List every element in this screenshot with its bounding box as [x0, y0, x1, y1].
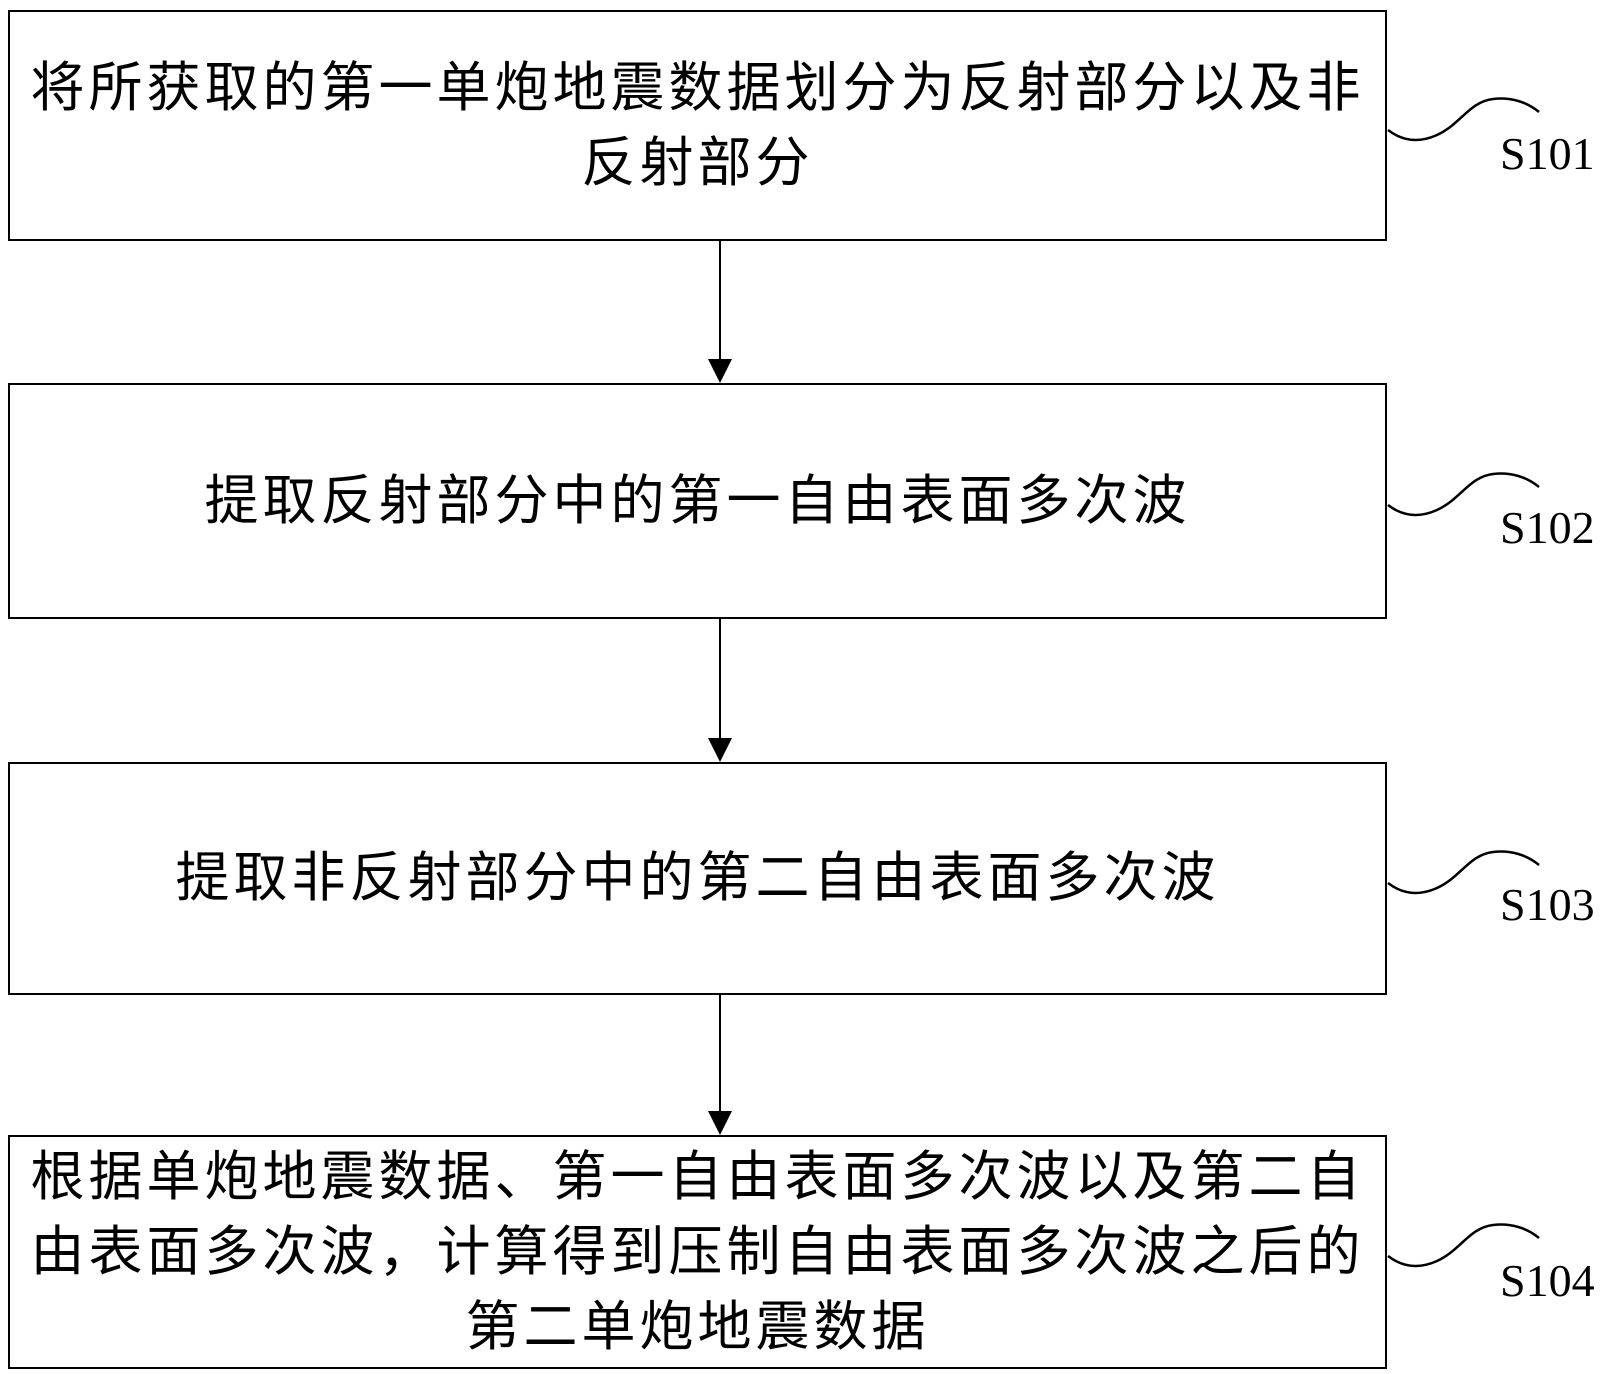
leader-squiggle-s102 — [1387, 472, 1540, 517]
step-text-s103: 提取非反射部分中的第二自由表面多次波 — [10, 841, 1385, 916]
step-text-line: 提取非反射部分中的第二自由表面多次波 — [175, 848, 1220, 908]
step-text-line: 根据单炮地震数据、第一自由表面多次波以及第二自 — [30, 1146, 1365, 1207]
step-label-s102: S102 — [1500, 502, 1595, 553]
step-text-s101: 将所获取的第一单炮地震数据划分为反射部分以及非 反射部分 — [10, 51, 1385, 201]
step-box-s104: 根据单炮地震数据、第一自由表面多次波以及第二自 由表面多次波，计算得到压制自由表… — [8, 1135, 1387, 1369]
arrow-shaft — [719, 241, 721, 361]
step-box-s103: 提取非反射部分中的第二自由表面多次波 — [8, 762, 1387, 995]
step-text-line: 第二单炮地震数据 — [465, 1296, 930, 1357]
step-text-line: 提取反射部分中的第一自由表面多次波 — [204, 470, 1191, 531]
step-text-line: 由表面多次波，计算得到压制自由表面多次波之后的 — [30, 1221, 1365, 1282]
arrow-head-icon — [708, 1111, 732, 1135]
arrow-shaft — [719, 995, 721, 1113]
step-label-s101: S101 — [1500, 128, 1595, 179]
step-box-s101: 将所获取的第一单炮地震数据划分为反射部分以及非 反射部分 — [8, 10, 1387, 241]
flow-arrow-2 — [708, 619, 732, 762]
step-label-s103: S103 — [1500, 879, 1595, 930]
step-label-s104: S104 — [1500, 1255, 1595, 1306]
step-text-s102: 提取反射部分中的第一自由表面多次波 — [10, 464, 1385, 539]
arrow-shaft — [719, 619, 721, 740]
step-text-line: 反射部分 — [581, 132, 814, 193]
leader-squiggle-s103 — [1387, 850, 1540, 895]
leader-squiggle-s101 — [1387, 97, 1540, 142]
leader-squiggle-s104 — [1387, 1223, 1540, 1268]
step-text-s104: 根据单炮地震数据、第一自由表面多次波以及第二自 由表面多次波，计算得到压制自由表… — [10, 1140, 1385, 1365]
arrow-head-icon — [708, 738, 732, 762]
arrow-head-icon — [708, 359, 732, 383]
flow-arrow-1 — [708, 241, 732, 383]
step-text-line: 将所获取的第一单炮地震数据划分为反射部分以及非 — [30, 57, 1365, 118]
step-box-s102: 提取反射部分中的第一自由表面多次波 — [8, 383, 1387, 619]
flow-arrow-3 — [708, 995, 732, 1135]
